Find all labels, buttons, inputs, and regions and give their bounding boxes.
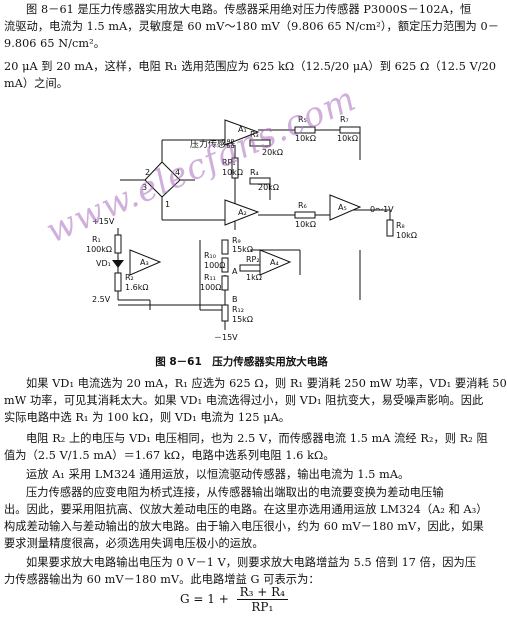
label-p15: +15V (92, 217, 115, 226)
body-p4-line-1: 压力传感器的应变电阻为桥式连接，从传感器输出端取出的电流要变换为差动电压输 (26, 486, 444, 499)
label-r1v: 100kΩ (86, 245, 112, 254)
top-line-2: mA）之间。 (4, 77, 69, 90)
label-rp1v: 10kΩ (222, 168, 243, 177)
r7-symbol (339, 126, 361, 134)
body-p1-line-3: 实际电路中选 R₁ 为 100 kΩ，则 VD₁ 电流为 125 μA。 (4, 411, 291, 424)
top-line-1: 20 μA 到 20 mA，这样，电阻 R₁ 选用范围应为 625 kΩ（12.… (4, 60, 497, 73)
formula-lhs: G = 1 + (180, 592, 229, 606)
node-1: 1 (165, 200, 170, 209)
r9-symbol (221, 239, 229, 255)
label-r6: R₆ (298, 201, 307, 210)
label-r2v: 1.6kΩ (125, 283, 148, 292)
label-r12v: 15kΩ (232, 315, 253, 324)
label-r9: R₉ (232, 236, 241, 245)
opamp-a1-symbol (224, 119, 260, 146)
label-r8: R₈ (396, 221, 405, 230)
r4-symbol (249, 177, 271, 185)
figure-caption: 图 8－61 压力传感器实用放大电路 (155, 356, 328, 368)
opamp-a2-symbol (224, 199, 260, 226)
r11-symbol (221, 275, 229, 291)
body-p5-line-1: 如果要求放大电路输出电压为 0 V－1 V，则要求放大电路增益为 5.5 倍到 … (26, 556, 477, 569)
body-p1-line-1: 如果 VD₁ 电流选为 20 mA，R₁ 应选为 625 Ω，则 R₁ 要消耗 … (26, 377, 507, 390)
body-p4-line-3: 构成差动输入与差动输出的放大电路。由于输入电压很小，约为 60 mV－180 m… (4, 520, 484, 533)
label-r11: R₁₁ (204, 273, 216, 282)
circuit-diagram: 压力传感器 2 4 3 1 A₁ A₂ A₃ A₄ A₅ R₅ 10kΩ R₇ … (86, 115, 417, 342)
body-p5-line-2: 力传感器输出为 60 mV－180 mV。此电路增益 G 可表示为： (4, 573, 320, 586)
label-point-a: A (232, 267, 238, 276)
r10-symbol (221, 257, 229, 273)
label-r3v: 20kΩ (262, 148, 283, 157)
label-r4v: 20kΩ (258, 183, 279, 192)
body-paragraph-4: 压力传感器的应变电阻为桥式连接，从传感器输出端取出的电流要变换为差动电压输 出。… (4, 484, 488, 552)
label-rp1: RP₁ (222, 158, 236, 167)
label-sensor: 压力传感器 (190, 138, 235, 150)
formula-fraction: R₃ + R₄ RP₁ (236, 585, 288, 614)
label-a4: A₄ (270, 258, 279, 267)
label-r10v: 100Ω (204, 261, 225, 270)
r5-symbol (294, 126, 316, 134)
label-r9v: 15kΩ (232, 245, 253, 254)
label-r5: R₅ (298, 115, 307, 124)
label-r6v: 10kΩ (295, 220, 316, 229)
label-vd1: VD₁ (96, 259, 111, 268)
label-r2: R₂ (125, 273, 134, 282)
label-r3: R₃ (250, 130, 259, 139)
label-r1: R₁ (92, 235, 101, 244)
label-a3: A₃ (140, 258, 149, 267)
label-v25: 2.5V (92, 295, 111, 304)
intro-line-3: 9.806 65 N/cm²。 (4, 37, 105, 50)
label-r7v: 10kΩ (337, 134, 358, 143)
intro-paragraph: 图 8－61 是压力传感器实用放大电路。传感器采用绝对压力传感器 P3000S－… (4, 1, 499, 52)
sensor-bridge (144, 161, 181, 198)
body-p4-line-4: 要求测量精度很高，必须选用失调电压极小的运放。 (4, 537, 264, 550)
opamp-a4-symbol (259, 249, 292, 276)
r12-symbol (221, 304, 229, 322)
label-r8v: 10kΩ (396, 231, 417, 240)
body-paragraph-2: 电阻 R₂ 上的电压与 VD₁ 电压相同，也为 2.5 V，而传感器电流 1.5… (4, 430, 488, 464)
label-rp2v: 1kΩ (246, 273, 262, 282)
label-r7: R₇ (340, 115, 349, 124)
body-paragraph-3: 运放 A₁ 采用 LM324 通用运放，以恒流驱动传感器，输出电流为 1.5 m… (4, 466, 478, 483)
body-paragraph-5: 如果要求放大电路输出电压为 0 V－1 V，则要求放大电路增益为 5.5 倍到 … (4, 554, 478, 588)
formula-denominator: RP₁ (251, 600, 274, 614)
intro-line-2: 流驱动，电流为 1.5 mA，灵敏度是 60 mV～180 mV（9.806 6… (4, 20, 499, 33)
label-a2: A₂ (238, 208, 247, 217)
label-a5: A₅ (338, 203, 347, 212)
opamp-a3-symbol (129, 249, 162, 276)
r2-symbol (114, 272, 122, 292)
intro-line-1: 图 8－61 是压力传感器实用放大电路。传感器采用绝对压力传感器 P3000S－… (26, 3, 472, 16)
r8-symbol (386, 219, 394, 237)
label-output: 0～1V (370, 205, 394, 214)
node-3: 3 (142, 183, 147, 192)
body-p3-line-1: 运放 A₁ 采用 LM324 通用运放，以恒流驱动传感器，输出电流为 1.5 m… (26, 468, 410, 481)
gain-formula: G = 1 + R₃ + R₄ RP₁ (180, 585, 288, 614)
label-r11v: 100Ω (200, 283, 221, 292)
label-r4: R₄ (250, 168, 259, 177)
r1-symbol (114, 234, 122, 254)
node-2: 2 (145, 168, 150, 177)
rp1-symbol (231, 157, 239, 179)
label-a1: A₁ (238, 125, 247, 134)
formula-numerator: R₃ + R₄ (236, 585, 288, 600)
vd1-symbol (112, 260, 124, 268)
body-p4-line-2: 出。因此，要采用阻抗高、仪放大差动电压的电路。在这里亦选用通用运放 LM324（… (4, 503, 488, 516)
node-4: 4 (175, 168, 180, 177)
label-r10: R₁₀ (204, 251, 216, 260)
body-p2-line-2: 值为（2.5 V/1.5 mA）＝1.67 kΩ，电路中选系列电阻 1.6 kΩ… (4, 449, 335, 462)
r6-symbol (294, 211, 316, 219)
top-paragraph: 20 μA 到 20 mA，这样，电阻 R₁ 选用范围应为 625 kΩ（12.… (4, 58, 497, 92)
label-point-b: B (232, 295, 238, 304)
body-p2-line-1: 电阻 R₂ 上的电压与 VD₁ 电压相同，也为 2.5 V，而传感器电流 1.5… (26, 432, 488, 445)
rp2-symbol (239, 264, 261, 272)
label-m15: －15V (214, 333, 238, 342)
label-rp2: RP₂ (246, 255, 260, 264)
body-p1-line-2: mW 功率，可见其消耗太大。如果 VD₁ 电流选得过小，则 VD₁ 阻抗变大，易… (4, 394, 484, 407)
body-paragraph-1: 如果 VD₁ 电流选为 20 mA，R₁ 应选为 625 Ω，则 R₁ 要消耗 … (4, 375, 507, 426)
opamp-a5-symbol (329, 194, 362, 221)
r3-symbol (249, 139, 271, 147)
label-r5v: 10kΩ (295, 134, 316, 143)
label-r12: R₁₂ (232, 305, 244, 314)
